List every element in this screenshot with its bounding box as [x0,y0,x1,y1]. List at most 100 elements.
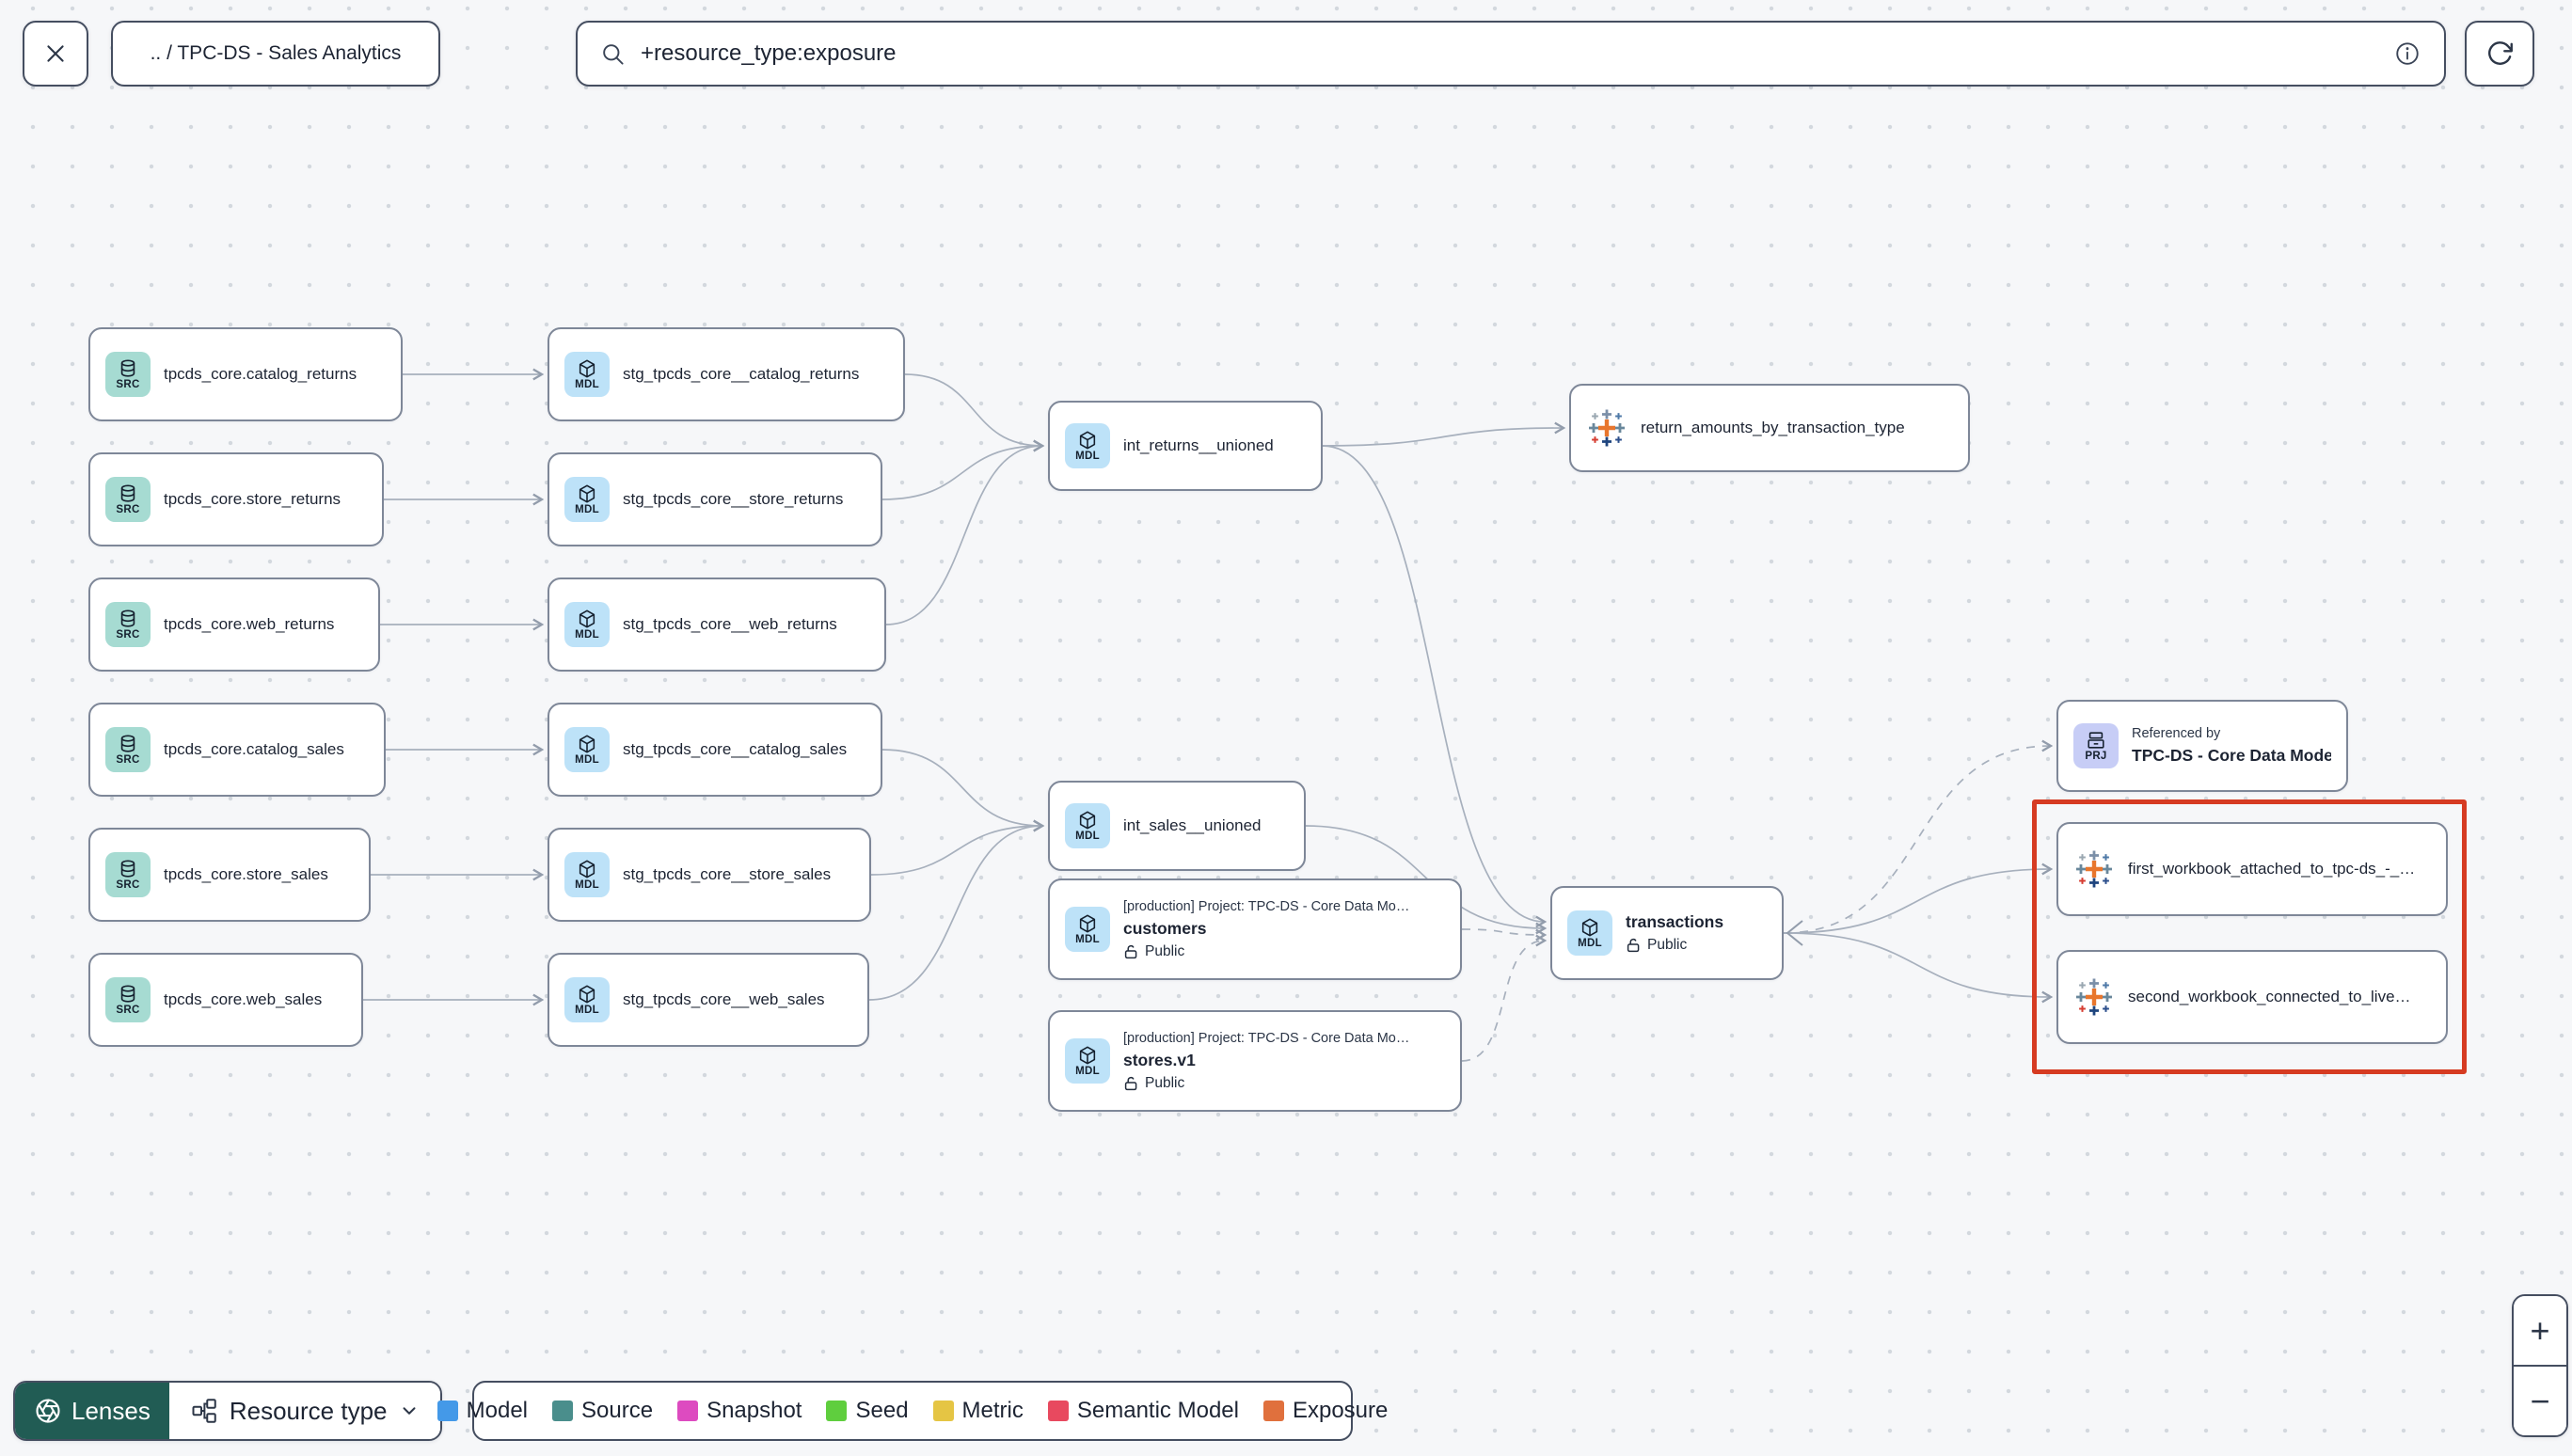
search-input[interactable] [641,40,2378,67]
breadcrumb-label: .. / TPC-DS - Sales Analytics [150,42,402,64]
legend-label: Semantic Model [1076,1398,1239,1423]
lens-controls: Lenses Resource type [13,1381,442,1441]
edge-int-returns-unioned-to-transactions [1322,445,1548,928]
node-wb-first[interactable]: first_workbook_attached_to_tpc-ds_-_… [2056,822,2448,916]
model-badge: MDL [564,852,610,897]
legend-swatch [1262,1401,1284,1421]
legend-swatch [552,1401,574,1421]
chevron-down-icon [399,1401,420,1421]
info-icon[interactable] [2393,40,2421,68]
node-int-returns-unioned[interactable]: MDL int_returns__unioned [1048,401,1323,491]
edge-stg-web-returns-to-int-returns-unioned [885,439,1045,625]
zoom-in-button[interactable]: + [2514,1296,2566,1367]
badge-label: SRC [116,628,140,641]
edge-int-returns-unioned-to-exposure-return-amounts [1322,421,1566,447]
node-label: int_returns__unioned [1123,436,1274,454]
lock-open-icon [1123,1076,1138,1091]
node-prj-core-data-models[interactable]: PRJ Referenced by TPC-DS - Core Data Model… [2056,700,2348,792]
badge-label: MDL [575,378,599,390]
project-badge: PRJ [2073,723,2119,768]
node-visibility: Public [1123,943,1409,960]
legend-label: Model [466,1398,529,1423]
node-header: [production] Project: TPC-DS - Core Data… [1123,898,1410,914]
node-label: tpcds_core.web_returns [164,615,335,633]
edge-stg-catalog-sales-to-int-sales-unioned [881,749,1045,832]
close-icon [42,40,69,67]
edge-transactions-to-wb-second [1783,932,2054,1004]
legend-label: Exposure [1292,1398,1389,1423]
node-src-web-sales[interactable]: SRC tpcds_core.web_sales [88,953,363,1047]
edge-stg-catalog-returns-to-int-returns-unioned [904,373,1045,452]
source-badge: SRC [105,352,151,397]
tableau-icon [2073,848,2115,890]
node-stores-v1[interactable]: MDL[production] Project: TPC-DS - Core D… [1048,1010,1462,1112]
node-stg-catalog-sales[interactable]: MDL stg_tpcds_core__catalog_sales [548,703,882,797]
badge-label: MDL [1075,450,1100,462]
legend-label: Metric [961,1398,1024,1423]
badge-label: PRJ [2085,750,2107,762]
node-label: stg_tpcds_core__catalog_sales [623,740,848,758]
badge-label: MDL [1075,830,1100,842]
node-header: Referenced by [2132,726,2221,741]
node-customers[interactable]: MDL[production] Project: TPC-DS - Core D… [1048,878,1462,980]
edge-stg-store-sales-to-int-sales-unioned [870,819,1045,876]
node-src-web-returns[interactable]: SRC tpcds_core.web_returns [88,578,380,672]
node-src-catalog-returns[interactable]: SRC tpcds_core.catalog_returns [88,327,403,421]
legend-item-metric: Metric [932,1398,1024,1424]
node-label: tpcds_core.catalog_returns [164,365,357,383]
node-name: transactions [1626,912,1724,931]
model-badge: MDL [564,602,610,647]
legend-label: Source [581,1398,654,1423]
zoom-out-button[interactable]: − [2514,1367,2566,1435]
node-label: second_workbook_connected_to_live… [2128,988,2411,1005]
badge-label: SRC [116,753,140,766]
close-button[interactable] [23,21,88,87]
source-badge: SRC [105,477,151,522]
model-badge: MDL [564,352,610,397]
source-badge: SRC [105,977,151,1022]
resource-type-icon [190,1397,218,1425]
node-wb-second[interactable]: second_workbook_connected_to_live… [2056,950,2448,1044]
model-badge: MDL [564,477,610,522]
resource-type-legend: Model Source Snapshot Seed Metric Semantic Mo… [437,1381,1388,1441]
node-label: tpcds_core.store_sales [164,865,328,883]
resource-type-label: Resource type [229,1396,388,1425]
node-name: stores.v1 [1123,1050,1196,1069]
legend-swatch [1047,1401,1069,1421]
node-visibility: Public [1626,937,1723,954]
legend-item-model: Model [437,1398,528,1424]
breadcrumb[interactable]: .. / TPC-DS - Sales Analytics [111,21,440,87]
search-bar[interactable] [576,21,2446,87]
search-icon [600,41,626,67]
node-label: stg_tpcds_core__web_sales [623,990,825,1008]
legend-item-seed: Seed [826,1398,909,1424]
badge-label: MDL [575,1004,599,1016]
node-name: TPC-DS - Core Data Models [2132,746,2331,765]
legend-label: Snapshot [707,1398,802,1423]
model-badge: MDL [1065,1038,1110,1084]
node-stg-web-sales[interactable]: MDL stg_tpcds_core__web_sales [548,953,869,1047]
badge-label: SRC [116,1004,140,1016]
badge-label: MDL [575,628,599,641]
edge-customers-to-transactions [1461,928,1548,942]
resource-type-dropdown[interactable]: Resource type [168,1383,440,1439]
node-label: tpcds_core.web_sales [164,990,323,1008]
badge-label: MDL [1578,937,1602,949]
badge-label: SRC [116,503,140,515]
node-exposure-return-amounts[interactable]: return_amounts_by_transaction_type [1569,384,1970,472]
badge-label: MDL [575,753,599,766]
lenses-button[interactable]: Lenses [15,1383,169,1439]
model-badge: MDL [1567,910,1612,956]
refresh-button[interactable] [2465,21,2534,87]
badge-label: SRC [116,378,140,390]
